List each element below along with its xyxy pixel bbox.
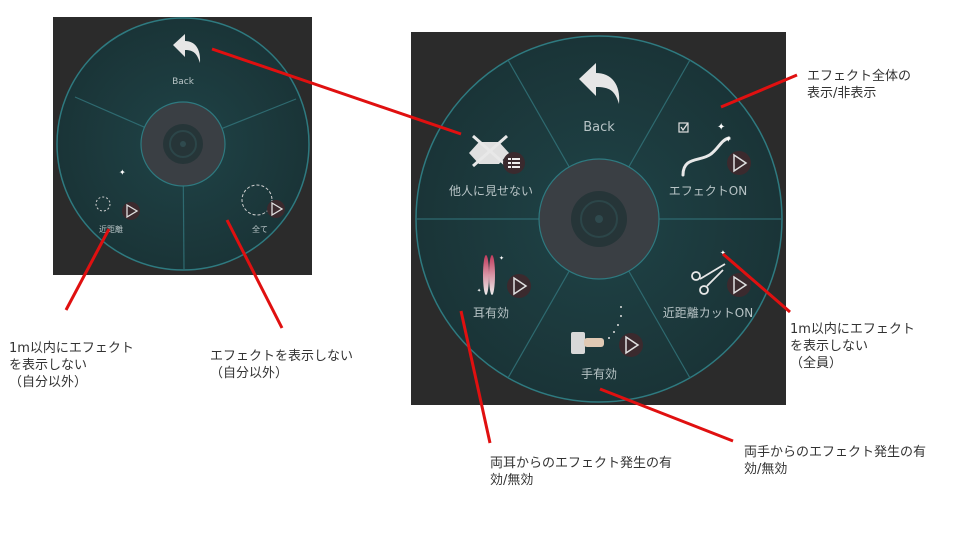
- menu-item-back[interactable]: Back: [172, 34, 201, 87]
- menu-item-effect-on-label: エフェクトON: [669, 184, 747, 198]
- note-near-cut-all: 1m以内にエフェクト を表示しない （全員）: [790, 322, 915, 371]
- menu-item-hide-from-others[interactable]: 他人に見せない: [449, 134, 533, 198]
- menu-item-effect-on[interactable]: ✦ ✦ エフェクトON: [669, 122, 751, 198]
- right-radial-menu: Back ✦ ✦ エフェクトON ✦: [415, 35, 783, 403]
- menu-item-back-label: Back: [172, 77, 195, 87]
- note-effect-all: エフェクト全体の 表示/非表示: [807, 69, 912, 101]
- menu-item-hide-from-others-label: 他人に見せない: [449, 184, 533, 198]
- svg-text:✦: ✦: [717, 122, 725, 133]
- menu-item-near[interactable]: ✦ 近距離: [95, 168, 140, 234]
- menu-item-ears-label: 耳有効: [473, 305, 509, 320]
- note-hands: 両手からのエフェクト発生の有 効/無効: [744, 445, 927, 477]
- menu-item-back[interactable]: Back: [579, 63, 620, 135]
- menu-item-hand-label: 手有効: [581, 366, 617, 381]
- svg-text:✦: ✦: [119, 168, 126, 177]
- menu-item-near-cut-on-label: 近距離カットON: [663, 306, 753, 320]
- menu-item-near-label: 近距離: [99, 224, 123, 234]
- hide-from-others-icon: [469, 134, 525, 174]
- svg-text:✦: ✦: [477, 288, 481, 294]
- left-radial-menu: Back ✦ 近距離 全て: [56, 17, 310, 271]
- note-all-others: エフェクトを表示しない （自分以外）: [210, 349, 354, 381]
- near-distance-icon: ✦: [95, 168, 140, 220]
- menu-item-back-label: Back: [583, 120, 615, 135]
- right-radial-menu-panel: Back ✦ ✦ エフェクトON ✦: [411, 32, 786, 405]
- all-circle-icon: [241, 184, 285, 218]
- menu-item-hand[interactable]: 手有効: [571, 306, 643, 381]
- ears-icon: ✦ ✦: [477, 255, 531, 298]
- effect-wave-icon: ✦ ✦: [681, 122, 751, 177]
- note-ears: 両耳からのエフェクト発生の有 効/無効: [490, 456, 673, 488]
- back-arrow-icon: [579, 63, 620, 104]
- effect-checkbox[interactable]: [678, 122, 689, 133]
- svg-text:✦: ✦: [499, 255, 504, 262]
- menu-item-all-label: 全て: [252, 224, 268, 234]
- hand-icon: [571, 306, 643, 357]
- note-near-others: 1m以内にエフェクト を表示しない （自分以外）: [9, 341, 134, 390]
- back-arrow-icon: [173, 34, 201, 63]
- left-radial-menu-panel: Back ✦ 近距離 全て: [53, 17, 312, 275]
- svg-text:✦: ✦: [720, 249, 726, 257]
- svg-text:✦: ✦: [725, 135, 732, 144]
